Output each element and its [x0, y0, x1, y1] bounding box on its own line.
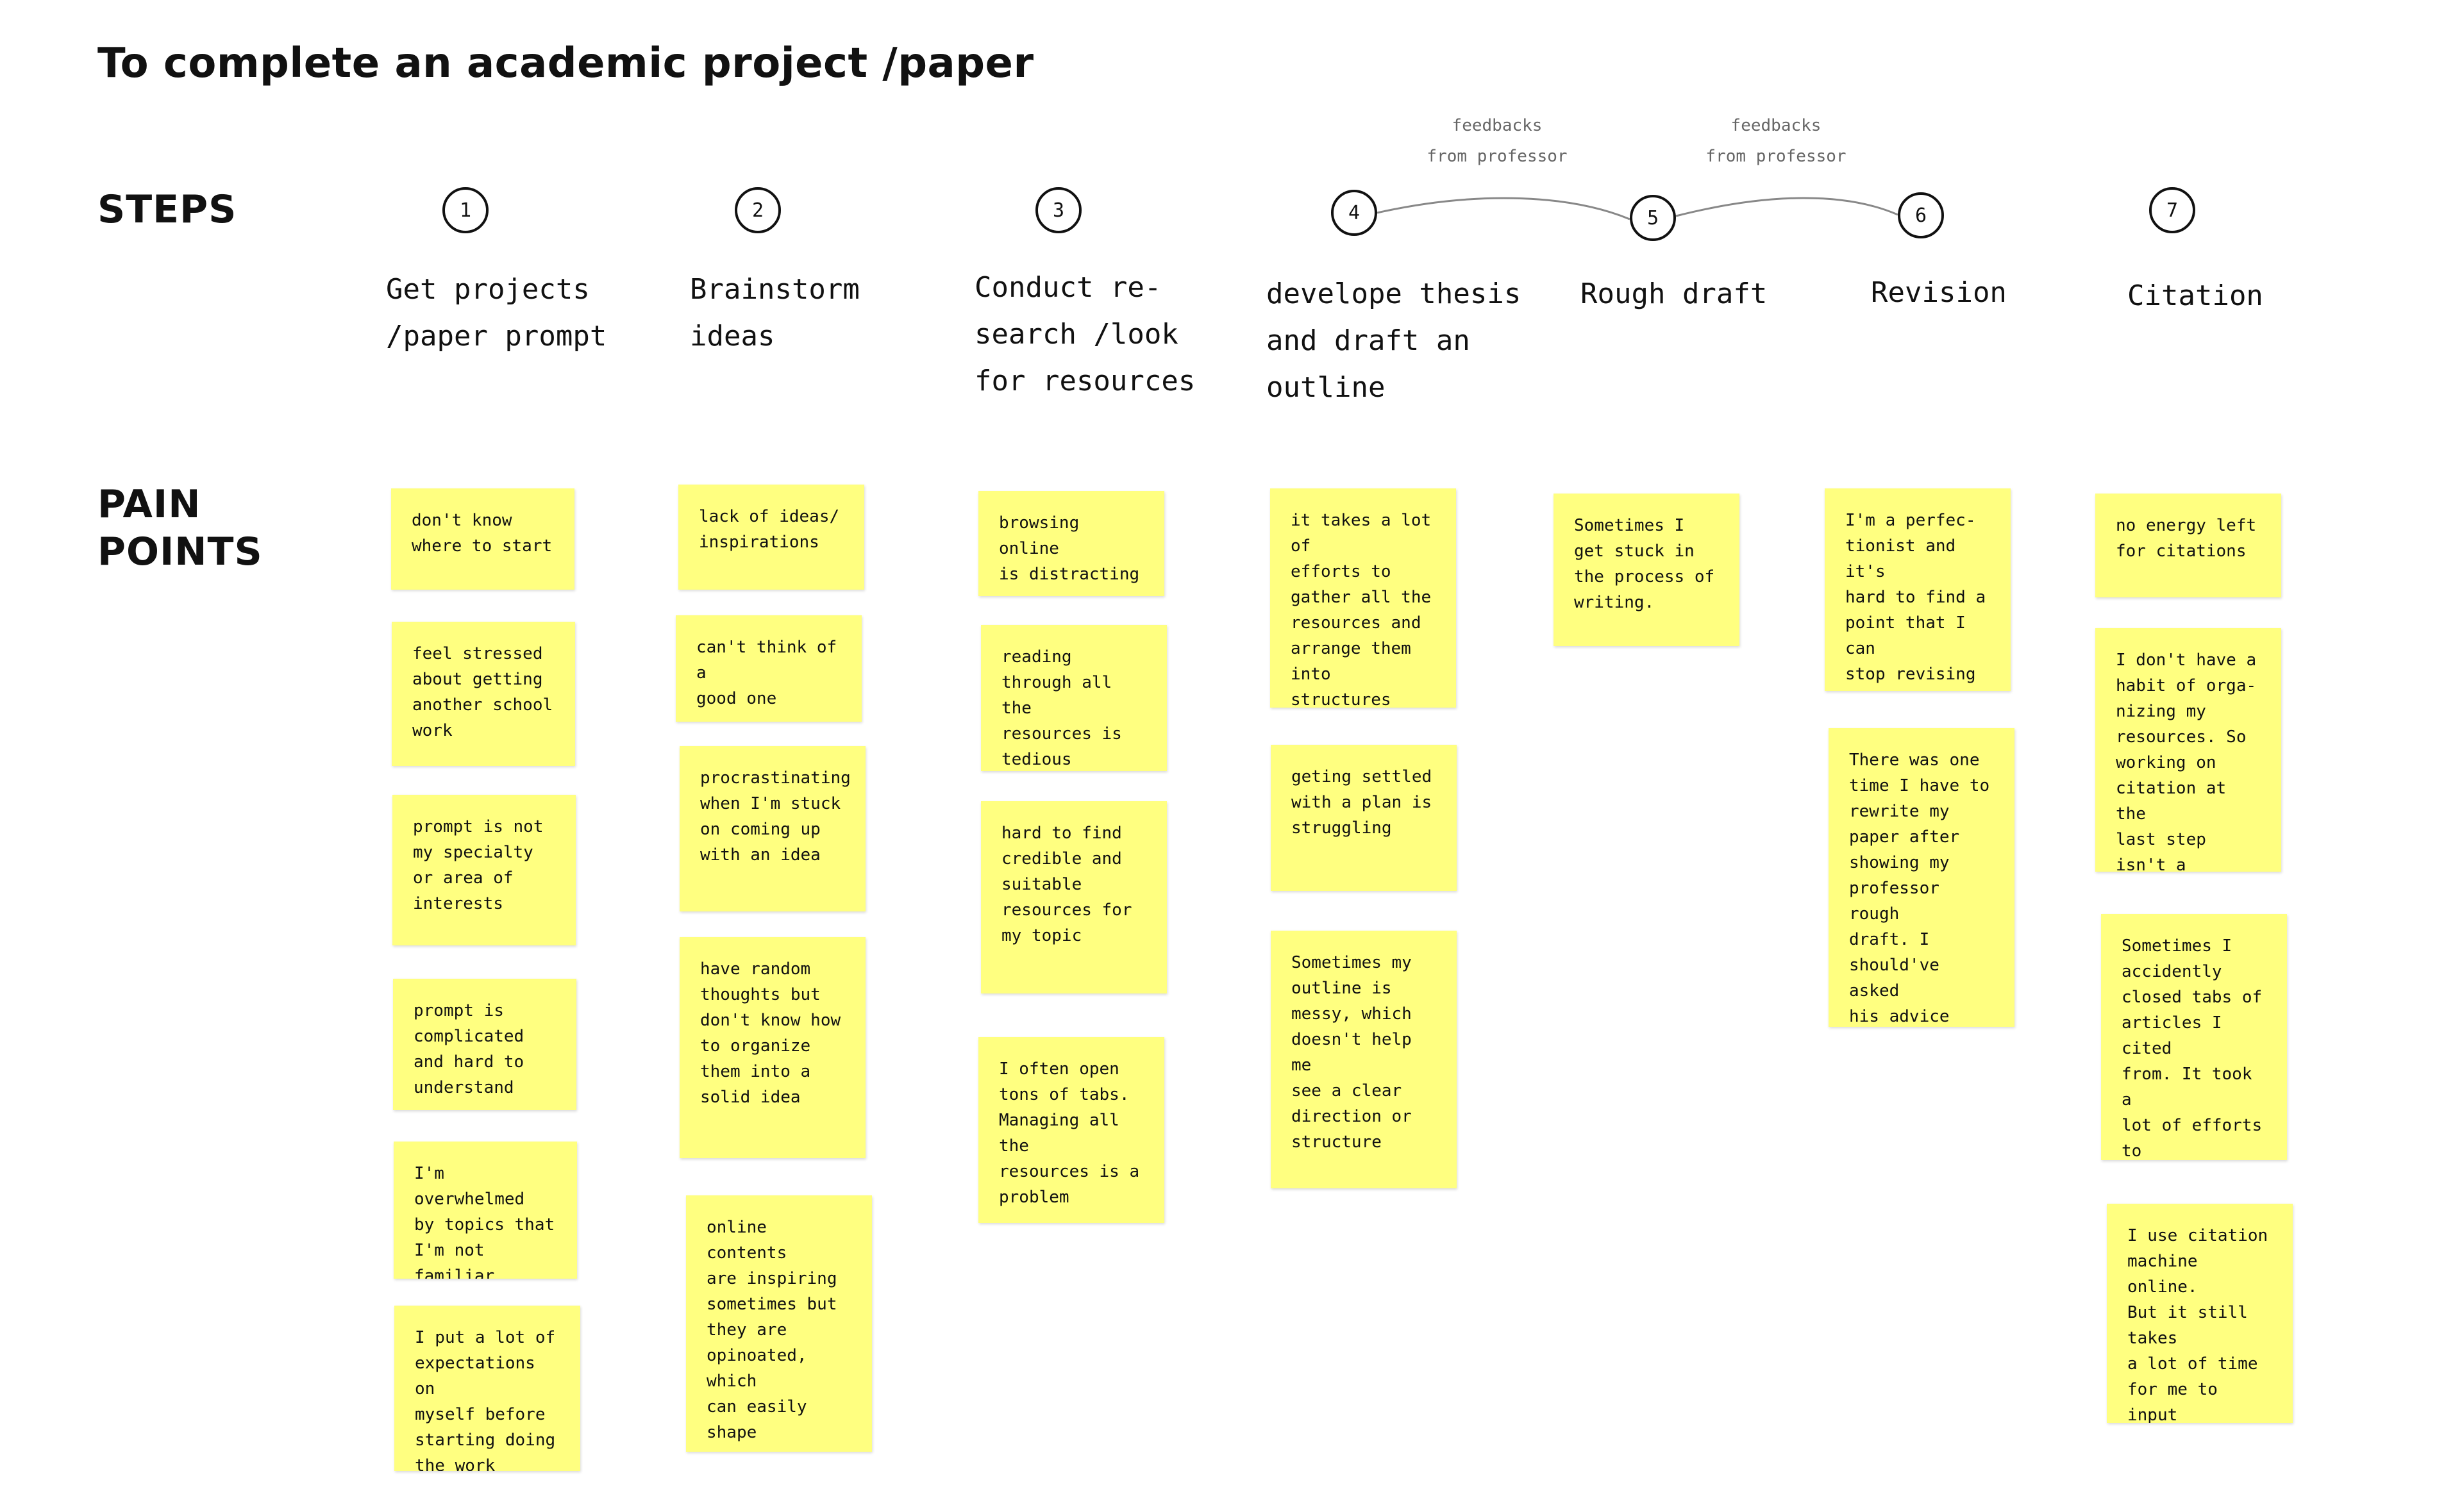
- pain-point-note: feel stressed about getting another scho…: [392, 622, 575, 766]
- pain-point-note: I don't have a habit of orga- nizing my …: [2095, 628, 2281, 872]
- step-2-title: Brainstorm ideas: [690, 273, 860, 353]
- step-5-title: Rough draft: [1580, 278, 1768, 310]
- pain-point-note: hard to find credible and suitable resou…: [981, 801, 1167, 993]
- step-1-number: 1: [442, 187, 489, 233]
- steps-label: STEPS: [97, 187, 237, 232]
- pain-point-note: I put a lot of expectations on myself be…: [394, 1306, 580, 1471]
- pain-point-note: I use citation machine online. But it st…: [2107, 1204, 2293, 1423]
- page-title: To complete an academic project /paper: [97, 40, 1034, 87]
- pain-point-note: it takes a lot of efforts to gather all …: [1270, 488, 1456, 708]
- pain-point-note: don't know where to start: [391, 488, 574, 590]
- pain-point-note: procrastinating when I'm stuck on coming…: [680, 746, 866, 911]
- pain-point-note: I often open tons of tabs. Managing all …: [978, 1037, 1164, 1223]
- feedback-label-2: feedbacks from professor: [1705, 116, 1846, 166]
- pain-point-note: prompt is not my specialty or area of in…: [392, 795, 576, 945]
- step-2-number: 2: [735, 187, 781, 233]
- pain-point-note: Sometimes my outline is messy, which doe…: [1271, 931, 1457, 1188]
- step-3-number: 3: [1035, 187, 1082, 233]
- step-7-number: 7: [2149, 187, 2195, 233]
- feedback-label-1: feedbacks from professor: [1427, 116, 1568, 166]
- step-6-title: Revision: [1871, 276, 2007, 309]
- step-7-title: Citation: [2127, 279, 2263, 312]
- pain-point-note: can't think of a good one: [676, 615, 862, 722]
- step-3-title: Conduct re- search /look for resources: [975, 271, 1196, 397]
- pain-point-note: Sometimes I get stuck in the process of …: [1553, 494, 1739, 646]
- pain-points-label: PAIN POINTS: [97, 482, 263, 574]
- pain-point-note: reading through all the resources is ted…: [981, 625, 1167, 771]
- step-4-title: develope thesis and draft an outline: [1266, 278, 1521, 404]
- pain-point-note: geting settled with a plan is struggling: [1271, 745, 1457, 891]
- pain-point-note: There was one time I have to rewrite my …: [1829, 728, 2014, 1027]
- pain-point-note: I'm a perfec- tionist and it's hard to f…: [1825, 488, 2011, 691]
- pain-point-note: have random thoughts but don't know how …: [680, 937, 866, 1158]
- pain-point-note: lack of ideas/ inspirations: [678, 485, 864, 590]
- pain-point-note: browsing online is distracting: [978, 491, 1164, 596]
- feedback-arc-4-5: [1377, 197, 1630, 220]
- pain-point-note: online contents are inspiring sometimes …: [686, 1195, 872, 1452]
- feedback-arc-5-6: [1675, 197, 1898, 217]
- step-1-title: Get projects /paper prompt: [386, 273, 607, 353]
- pain-point-note: Sometimes I accidently closed tabs of ar…: [2101, 914, 2287, 1160]
- pain-point-note: prompt is complicated and hard to unders…: [393, 979, 576, 1110]
- pain-point-note: no energy left for citations: [2095, 494, 2281, 597]
- step-6-number: 6: [1898, 192, 1944, 238]
- step-4-number: 4: [1331, 190, 1377, 236]
- step-5-number: 5: [1630, 195, 1676, 241]
- pain-point-note: I'm overwhelmed by topics that I'm not f…: [394, 1142, 577, 1279]
